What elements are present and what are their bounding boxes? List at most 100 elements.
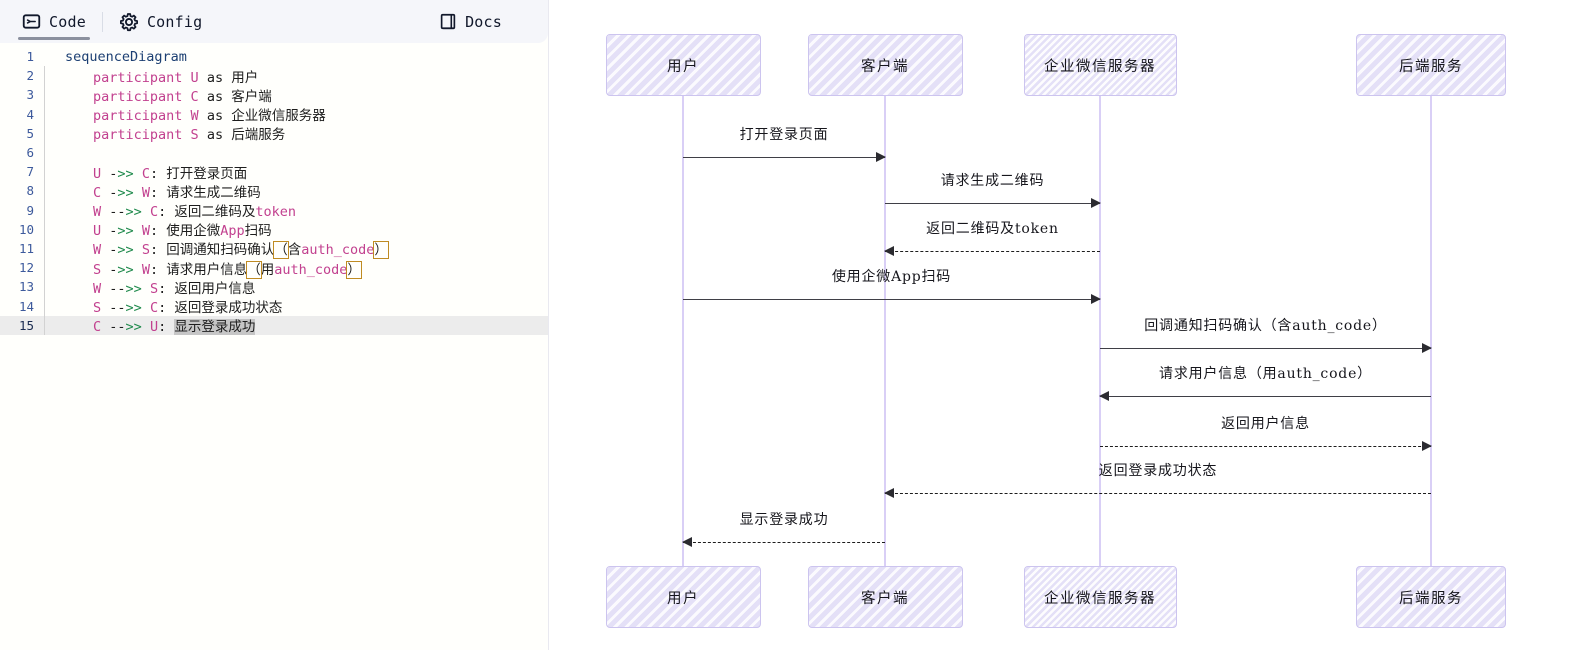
code-token: W	[141, 184, 150, 201]
code-token: : 返回用户信息	[158, 280, 256, 297]
message-label: 回调通知扫码确认（含auth_code）	[1144, 318, 1387, 334]
code-token: >>	[125, 204, 142, 221]
line-number: 9	[26, 202, 34, 218]
code-token: 客户端	[231, 88, 272, 105]
indent-guide	[44, 258, 65, 278]
tab-config[interactable]: Config	[109, 0, 212, 43]
code-token: : 打开登录页面	[149, 165, 248, 182]
code-token: -	[101, 165, 118, 182]
indent-guide	[44, 47, 65, 66]
code-line[interactable]: 10 U ->> W: 使用企微App扫码	[0, 219, 548, 239]
actor-box-bottom-C: 客户端	[807, 566, 963, 628]
code-token: W	[190, 108, 199, 125]
code-line[interactable]: 1 sequenceDiagram	[0, 47, 548, 66]
code-line[interactable]: 6	[0, 142, 548, 163]
message-line	[1100, 348, 1431, 349]
indent-guide	[44, 85, 65, 105]
code-text: participant S as 后端服务	[65, 123, 285, 143]
code-text: C ->> W: 请求生成二维码	[65, 181, 261, 201]
code-text: U ->> C: 打开登录页面	[65, 162, 247, 182]
code-token: U	[93, 165, 102, 182]
message-W-to-S: 回调通知扫码确认（含auth_code）	[1100, 318, 1432, 358]
code-token: S	[93, 261, 102, 278]
code-text: sequenceDiagram	[65, 49, 187, 65]
code-token: U	[190, 69, 199, 86]
message-label: 打开登录页面	[739, 127, 829, 143]
code-token: W	[93, 280, 102, 297]
message-line	[1100, 396, 1431, 397]
code-token: C	[149, 204, 159, 221]
code-token: : 返回二维码及	[158, 204, 256, 221]
code-token: ）	[346, 260, 362, 279]
code-token: participant	[93, 69, 191, 86]
code-token	[134, 223, 142, 239]
line-number: 2	[26, 68, 34, 84]
tab-code-label: Code	[49, 12, 86, 31]
actor-box-top-S: 后端服务	[1356, 34, 1506, 96]
code-token: participant	[93, 108, 191, 125]
code-token: 显示登录成功	[174, 319, 256, 336]
indent-guide	[44, 104, 65, 124]
code-token: W	[93, 204, 102, 221]
tab-docs[interactable]: Docs	[429, 0, 512, 43]
line-number: 10	[18, 221, 34, 237]
message-label: 返回二维码及token	[926, 221, 1059, 237]
code-text: participant C as 客户端	[65, 85, 272, 105]
line-number: 3	[26, 87, 34, 103]
code-token: （	[246, 260, 262, 279]
code-token: : 使用企微	[149, 223, 221, 240]
indent-guide	[44, 142, 65, 163]
line-number: 11	[18, 240, 34, 256]
message-C-to-W: 请求生成二维码	[885, 173, 1101, 213]
code-token: S	[190, 127, 199, 144]
code-token: --	[101, 204, 126, 221]
code-token: C	[149, 300, 159, 317]
line-number: 1	[26, 49, 34, 65]
code-token: : 请求用户信息	[149, 261, 248, 278]
line-number: 15	[18, 317, 34, 333]
line-number: 14	[18, 298, 34, 314]
code-token	[134, 262, 142, 278]
code-token: as	[198, 108, 232, 125]
code-token: -	[101, 242, 118, 259]
code-token: S	[93, 300, 102, 317]
code-line[interactable]: 3 participant C as 客户端	[0, 85, 548, 105]
code-token: >>	[117, 165, 134, 182]
code-token: （	[273, 241, 289, 260]
message-S-to-W: 请求用户信息（用auth_code）	[1099, 366, 1431, 406]
code-token: >>	[117, 261, 134, 278]
code-text: U ->> W: 使用企微App扫码	[65, 219, 272, 239]
terminal-icon	[22, 12, 41, 31]
code-token: S	[149, 280, 159, 297]
arrowhead-icon	[884, 246, 894, 256]
code-token	[142, 319, 150, 335]
code-token: >>	[117, 184, 134, 201]
code-token: >>	[125, 319, 142, 336]
lifeline-U	[682, 96, 684, 566]
code-token: C	[141, 165, 150, 182]
code-token: 含	[287, 242, 302, 259]
code-token: sequenceDiagram	[65, 48, 187, 65]
code-token: --	[101, 280, 126, 297]
tab-divider	[101, 11, 103, 32]
actor-box-top-C: 客户端	[807, 34, 963, 96]
actor-box-bottom-S: 后端服务	[1356, 566, 1506, 628]
tab-code[interactable]: Code	[12, 0, 96, 43]
code-token: >>	[125, 300, 142, 317]
actor-box-bottom-W: 企业微信服务器	[1023, 566, 1177, 628]
message-line	[683, 299, 1100, 300]
actor-label: 用户	[667, 590, 699, 607]
